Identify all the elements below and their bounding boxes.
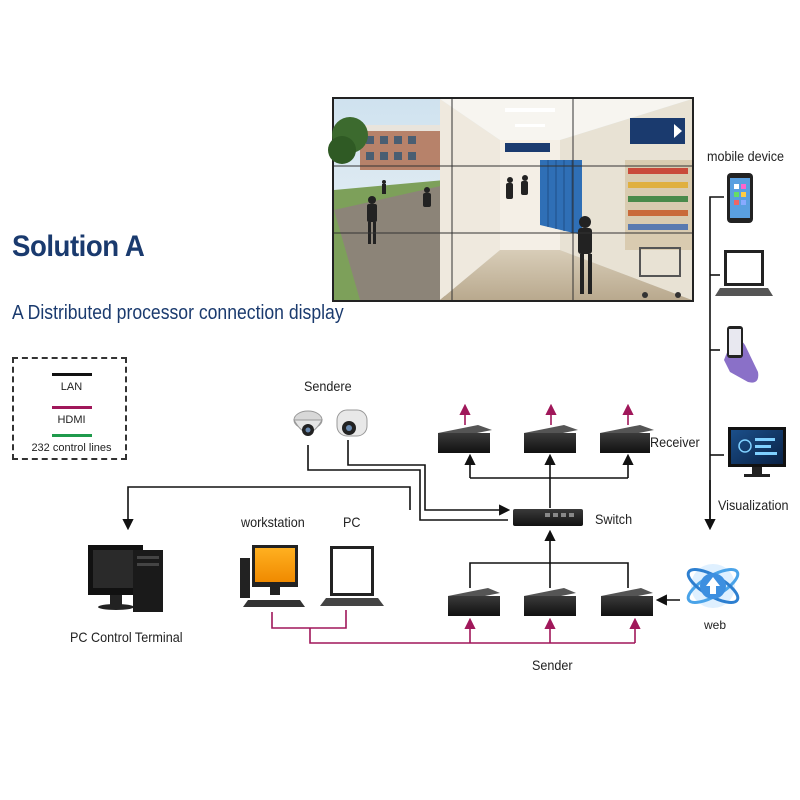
- legend-lan-swatch: [52, 373, 92, 376]
- pc-control-terminal-label: PC Control Terminal: [70, 629, 183, 645]
- visualization-monitor-icon: [728, 427, 786, 477]
- switch-icon: [513, 509, 583, 526]
- dome-camera-icon: [293, 410, 323, 436]
- video-wall: [328, 97, 694, 302]
- page-title: Solution A: [12, 230, 145, 263]
- page-subtitle: A Distributed processor connection displ…: [12, 302, 344, 324]
- pc-label: PC: [343, 514, 361, 530]
- legend-control-label: 232 control lines: [31, 442, 112, 454]
- smartphone-hand-icon: [724, 326, 759, 383]
- sender-box-3: [601, 588, 653, 616]
- legend-lan-label: LAN: [60, 381, 83, 393]
- receiver-box-1: [438, 425, 492, 453]
- sendere-label: Sendere: [304, 378, 352, 394]
- workstation-label: workstation: [241, 514, 305, 530]
- receiver-box-3: [600, 425, 654, 453]
- legend: LAN HDMI 232 control lines: [12, 357, 127, 460]
- switch-label: Switch: [595, 511, 633, 527]
- workstation-icon: [240, 545, 305, 607]
- legend-hdmi-label: HDMI: [57, 414, 86, 426]
- sender-box-2: [524, 588, 576, 616]
- sender-box-1: [448, 588, 500, 616]
- mobile-device-label: mobile device: [707, 148, 785, 164]
- tablet-icon: [727, 173, 753, 223]
- hdmi-lines: [271, 403, 641, 644]
- visualization-label: Visualization: [718, 497, 789, 513]
- web-globe-icon: [686, 564, 740, 608]
- receiver-label: Receiver: [650, 434, 700, 450]
- lan-lines: [122, 196, 724, 606]
- pc-control-terminal-icon: [88, 545, 163, 612]
- laptop-icon: [715, 250, 773, 296]
- legend-control-swatch: [52, 434, 92, 437]
- web-label: web: [704, 618, 727, 632]
- sender-label: Sender: [532, 657, 573, 673]
- legend-hdmi-swatch: [52, 406, 92, 409]
- bullet-camera-icon: [336, 409, 368, 437]
- receiver-box-2: [524, 425, 578, 453]
- pc-laptop-icon: [320, 546, 384, 606]
